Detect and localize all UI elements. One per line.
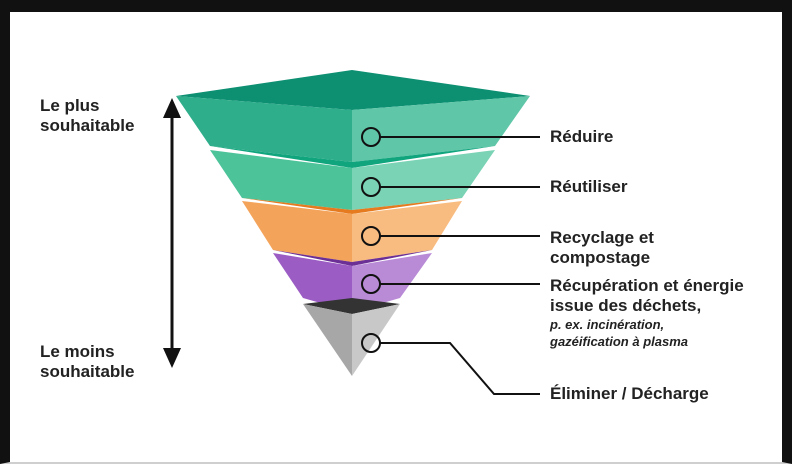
label-recuperation-example-1: p. ex. incinération, <box>550 317 665 332</box>
tier-reutiliser-front <box>210 150 352 210</box>
tier-recuperation-right <box>352 253 432 312</box>
tier-reutiliser-top <box>210 146 495 168</box>
label-recuperation-example-2: gazéification à plasma <box>550 334 688 349</box>
tier-eliminer-top <box>303 298 400 314</box>
tier-recyclage-top <box>242 198 462 214</box>
tier-reduire-front <box>176 96 352 162</box>
label-recuperation-line-2: issue des déchets, <box>550 296 702 315</box>
least-desirable-label: Le moins souhaitable <box>40 342 134 382</box>
tier-reduire-top <box>176 70 530 110</box>
tier-reduire-right <box>352 96 530 162</box>
label-recuperation-line-1: Récupération et énergie <box>550 276 744 295</box>
tier-recuperation-front <box>273 253 352 312</box>
tier-recuperation-top <box>273 250 432 266</box>
desirability-arrow <box>163 98 181 368</box>
label-recuperation: Récupération et énergie issue des déchet… <box>550 276 744 350</box>
least-desirable-line-1: Le moins <box>40 342 115 361</box>
label-reutiliser-text: Réutiliser <box>550 177 628 196</box>
connector-eliminer-line <box>380 342 540 395</box>
label-reduire-text: Réduire <box>550 127 614 146</box>
tier-reutiliser-right <box>352 150 495 210</box>
tier-recyclage <box>242 198 462 262</box>
label-recyclage-line-1: Recyclage et <box>550 228 654 247</box>
label-reutiliser: Réutiliser <box>550 177 627 197</box>
connectors <box>361 127 540 395</box>
label-recyclage-line-2: compostage <box>550 248 651 267</box>
most-desirable-line-2: souhaitable <box>40 116 135 135</box>
tier-eliminer-right <box>352 304 400 376</box>
label-recyclage: Recyclage et compostage <box>550 228 654 268</box>
tier-recyclage-right <box>352 201 462 262</box>
most-desirable-label: Le plus souhaitable <box>40 96 134 136</box>
label-reduire: Réduire <box>550 127 613 147</box>
tier-eliminer-front <box>303 304 352 376</box>
tier-eliminer <box>303 298 400 376</box>
label-eliminer-text: Éliminer / Décharge <box>550 384 709 403</box>
label-eliminer: Éliminer / Décharge <box>550 384 709 404</box>
tier-reduire <box>176 70 530 162</box>
tier-recyclage-front <box>242 201 352 262</box>
tier-reutiliser <box>210 146 495 210</box>
tier-recuperation <box>273 250 432 312</box>
most-desirable-line-1: Le plus <box>40 96 100 115</box>
least-desirable-line-2: souhaitable <box>40 362 135 381</box>
